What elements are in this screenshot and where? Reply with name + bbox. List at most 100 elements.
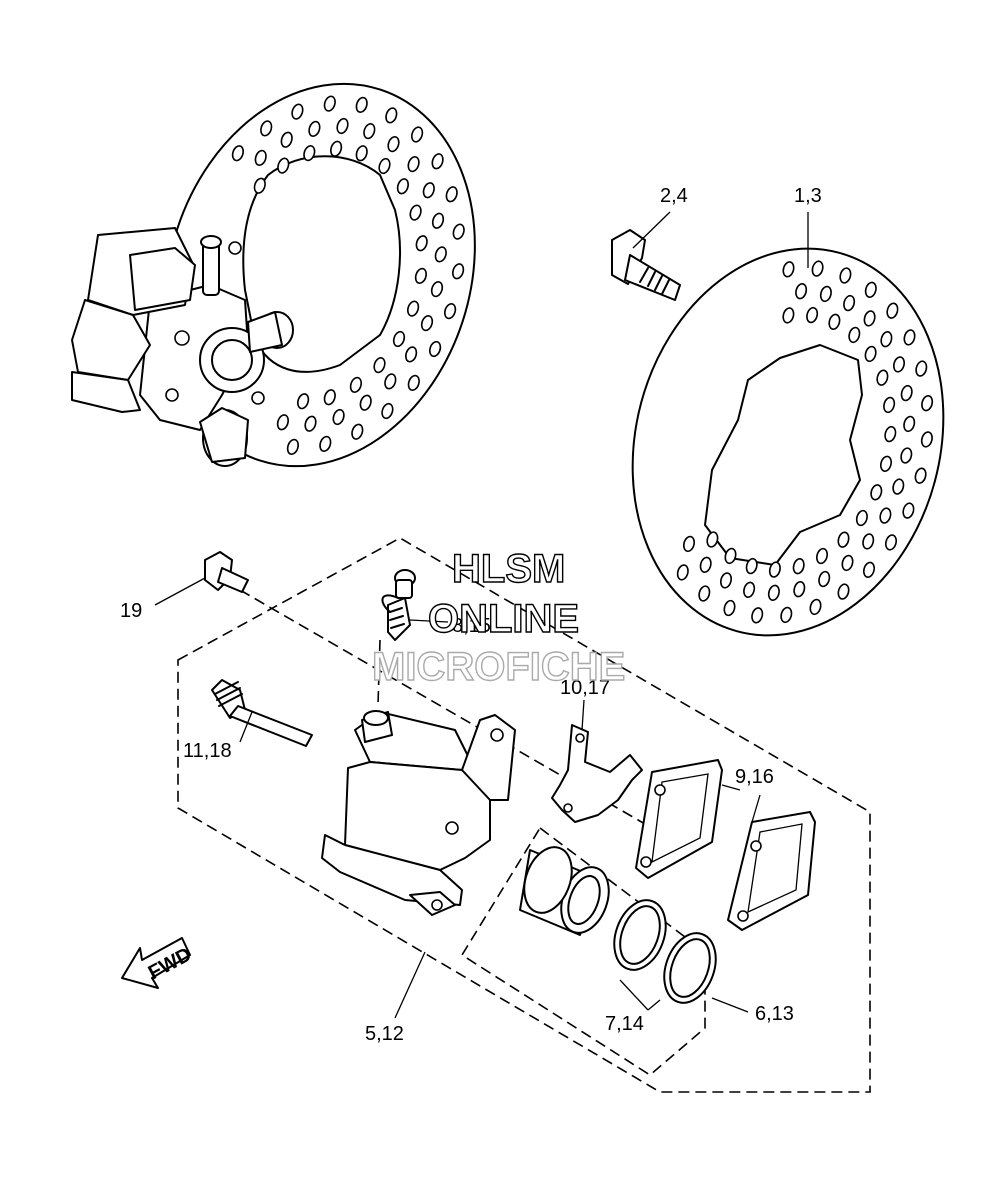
disc-vent-hole xyxy=(682,535,696,553)
callout-6-13: 6,13 xyxy=(755,1003,794,1025)
disc-vent-hole xyxy=(900,384,913,402)
disc-vent-hole xyxy=(719,572,733,589)
disc-vent-hole xyxy=(323,95,336,112)
disc-vent-hole xyxy=(452,263,465,280)
disc-vent-hole xyxy=(277,157,290,174)
disc-vent-hole xyxy=(795,283,808,300)
disc-vent-hole xyxy=(407,156,420,173)
disc-vent-hole xyxy=(260,120,273,137)
disc-vent-hole xyxy=(291,103,304,120)
disc-vent-hole xyxy=(879,455,893,472)
disc-vent-hole xyxy=(837,531,850,548)
assembly-dashed-outline xyxy=(177,537,871,1093)
disc-vent-hole xyxy=(254,149,267,166)
disc-vent-hole xyxy=(828,313,841,330)
disc-vent-hole xyxy=(870,484,883,501)
disc-vent-hole xyxy=(434,246,447,263)
disc-vent-hole xyxy=(903,415,916,433)
disc-vent-hole xyxy=(422,182,435,199)
disc-vent-hole xyxy=(876,369,889,386)
disc-vent-hole xyxy=(743,581,756,598)
disc-vent-hole xyxy=(396,178,409,195)
disc-vent-hole xyxy=(430,281,444,298)
disc-vent-hole xyxy=(745,557,758,575)
caliper-bolt-part xyxy=(204,551,249,593)
disc-bolt-part xyxy=(611,229,681,301)
disc-vent-hole xyxy=(724,547,737,565)
watermark: HLSM ONLINE MICROFICHE xyxy=(371,546,626,689)
disc-vent-hole xyxy=(793,581,806,598)
disc-vent-hole xyxy=(886,302,899,319)
disc-vent-hole xyxy=(864,281,877,298)
disc-vent-hole xyxy=(920,431,933,448)
disc-vent-hole xyxy=(780,606,793,624)
brake-disc-part xyxy=(631,247,945,637)
disc-vent-hole xyxy=(782,307,795,324)
piston-part xyxy=(519,846,610,936)
disc-vent-hole xyxy=(862,533,875,550)
callout-11-18: 11,18 xyxy=(183,740,232,762)
slide-pin-part xyxy=(211,679,313,747)
disc-vent-hole xyxy=(407,374,420,391)
disc-vent-hole xyxy=(862,561,876,578)
disc-vent-hole xyxy=(902,502,915,519)
disc-vent-hole xyxy=(280,131,293,148)
disc-vent-hole xyxy=(387,136,400,153)
disc-vent-hole xyxy=(837,583,850,600)
assembled-caliper xyxy=(71,227,294,467)
disc-vent-hole xyxy=(363,123,376,140)
callout-2-4: 2,4 xyxy=(660,185,688,207)
disc-vent-hole xyxy=(879,507,892,524)
disc-vent-hole xyxy=(699,556,712,573)
callout-labels: 1,3 2,4 19 8,15 10,17 11,18 9,16 5,12 7,… xyxy=(120,185,822,1045)
disc-vent-hole xyxy=(381,402,394,420)
disc-vent-hole xyxy=(286,438,299,455)
disc-vent-hole xyxy=(841,554,854,572)
forward-direction-arrow: FWD xyxy=(121,937,195,989)
disc-vent-hole xyxy=(811,260,824,277)
disc-vent-hole xyxy=(883,396,896,414)
disc-vent-hole xyxy=(407,300,420,317)
disc-vent-hole xyxy=(323,389,336,406)
disc-vent-hole xyxy=(405,346,418,363)
disc-vent-hole xyxy=(892,478,905,495)
disc-vent-hole xyxy=(303,145,316,162)
disc-vent-hole xyxy=(384,373,397,390)
piston-seals-part xyxy=(613,899,717,1004)
disc-vent-hole xyxy=(297,393,310,410)
disc-vent-hole xyxy=(231,145,244,162)
disc-vent-hole xyxy=(809,598,822,616)
disc-vent-hole xyxy=(308,120,321,137)
disc-vent-hole xyxy=(330,140,343,157)
disc-vent-hole xyxy=(819,285,832,303)
disc-vent-hole xyxy=(767,584,780,601)
callout-9-16: 9,16 xyxy=(735,766,774,788)
disc-vent-hole xyxy=(900,447,913,464)
disc-vent-hole xyxy=(892,356,906,373)
disc-vent-hole xyxy=(921,395,934,412)
disc-vent-hole xyxy=(336,117,349,135)
disc-vent-hole xyxy=(818,570,831,588)
callout-8-15: 8,15 xyxy=(452,615,491,637)
disc-vent-hole xyxy=(431,153,444,170)
callout-5-12: 5,12 xyxy=(365,1023,404,1045)
disc-vent-hole xyxy=(351,423,364,440)
disc-vent-hole xyxy=(420,315,434,332)
disc-vent-hole xyxy=(880,331,893,348)
disc-vent-hole xyxy=(332,408,345,426)
disc-vent-hole xyxy=(253,177,266,194)
disc-vent-hole xyxy=(355,96,368,113)
disc-vent-hole xyxy=(415,235,428,252)
disc-vent-hole xyxy=(768,561,781,578)
disc-vent-hole xyxy=(723,599,736,617)
watermark-line-1: HLSM xyxy=(452,547,565,591)
disc-vent-hole xyxy=(843,294,856,312)
disc-vent-hole xyxy=(884,425,897,443)
disc-vent-hole xyxy=(839,267,852,284)
watermark-line-2: ONLINE xyxy=(428,597,579,641)
disc-vent-hole xyxy=(409,204,422,221)
disc-vent-hole xyxy=(414,267,427,284)
disc-vent-hole xyxy=(903,329,916,346)
disc-vent-hole xyxy=(915,360,928,377)
